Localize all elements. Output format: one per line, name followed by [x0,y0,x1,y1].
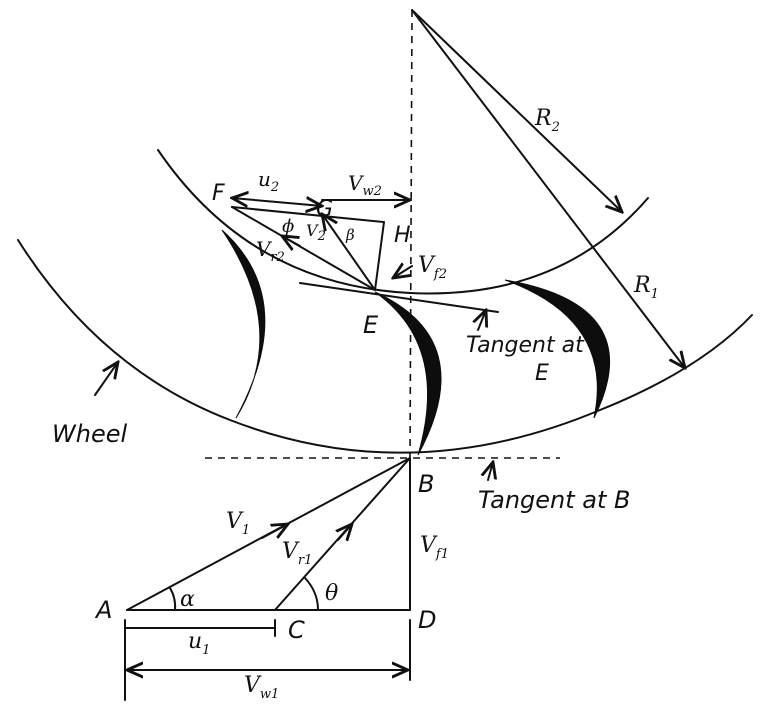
radius-r1-line [411,9,685,368]
phi-label: ϕ [282,216,294,237]
point-d-label: D [418,606,436,634]
blade-middle [374,291,442,456]
point-e-label: E [363,311,379,339]
u1-label: u1 [188,629,210,658]
vw2-label: Vw2 [348,171,382,199]
outlet-v2-arrow [322,214,376,291]
r2-label: R2 [534,106,560,135]
alpha-label: α [180,587,195,612]
point-b-label: B [418,470,434,498]
wheel-label: Wheel [52,420,127,448]
v1-label: V1 [226,509,250,538]
tangent-b-pointer [488,462,493,481]
r1-label: R1 [633,273,659,302]
inner-rim-arc [157,149,649,295]
wheel-pointer [94,362,118,396]
vr2-label: Vr2 [256,237,285,265]
blade-right [504,279,610,419]
alpha-arc [169,587,177,611]
blade-left [221,229,266,419]
vr1-label: Vr1 [282,539,312,568]
vr2-arrowhead [282,236,301,246]
tangent-at-e-label-2: E [535,361,549,386]
outer-rim-arc [17,239,753,454]
tangent-e-pointer [478,310,486,331]
point-a-label: A [94,596,112,624]
vf2-label: Vf2 [418,253,447,282]
point-c-label: C [288,616,305,644]
point-f-label: F [212,181,225,206]
tangent-at-e-label: Tangent at [466,333,585,358]
vf1-label: Vf1 [420,533,449,562]
center-line [409,9,413,459]
tangent-at-e-line [299,282,499,313]
outlet-fh-line [231,206,384,223]
radius-r2-line [411,9,622,212]
v2-label: V2 [306,221,326,244]
outlet-vf2-line [374,221,385,291]
vr1-arrowhead [338,524,352,540]
vw1-label: Vw1 [244,673,279,702]
point-g-label: G [316,197,333,222]
tangent-at-b-label: Tangent at B [478,486,631,514]
outlet-vr2-line [231,206,376,291]
u2-label: u2 [258,167,279,195]
v1-arrowhead [261,524,288,539]
theta-label: θ [325,581,338,606]
theta-arc [304,577,319,611]
point-h-label: H [394,223,411,248]
beta-label: β [345,226,355,244]
outlet-u2-arrow [232,198,322,206]
vf2-pointer [393,266,413,278]
